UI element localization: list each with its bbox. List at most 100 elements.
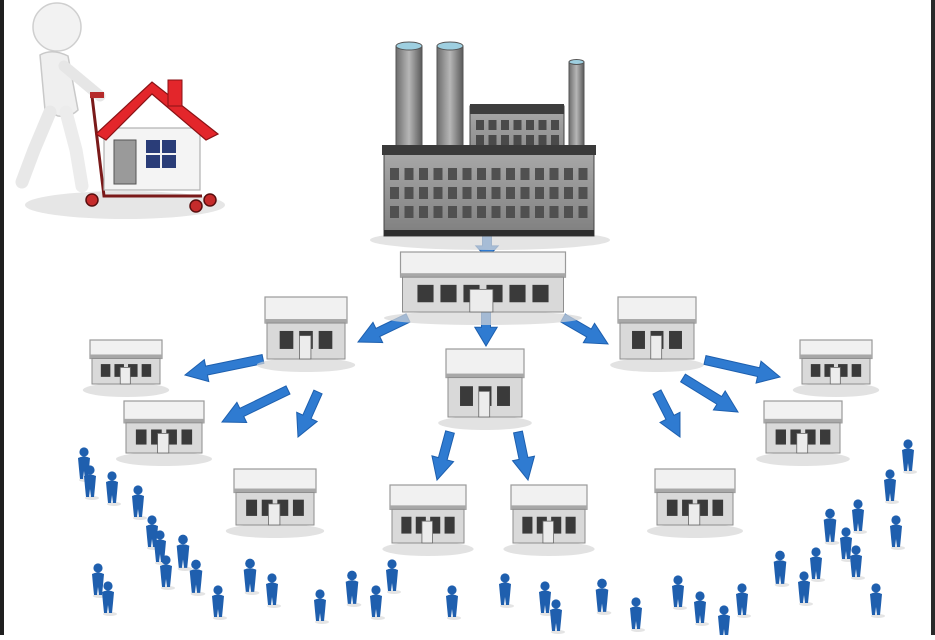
store-5-icon-window <box>536 516 547 534</box>
customer-icon <box>212 585 227 620</box>
store-3-icon-window <box>261 499 273 516</box>
left-border <box>0 0 4 635</box>
central-warehouse-icon-window <box>509 284 526 303</box>
store-3-icon-window <box>246 499 258 516</box>
store-2-icon-window <box>151 429 162 445</box>
central-warehouse-icon-window <box>532 284 549 303</box>
customer-icon <box>550 599 565 634</box>
store-5-icon <box>503 484 595 556</box>
customer-icon <box>132 485 147 520</box>
customer-icon <box>798 571 813 606</box>
arrow-dc-left-to-store-1 <box>183 354 265 383</box>
customer-icon <box>852 499 867 534</box>
store-7-icon-window <box>820 429 831 445</box>
customer-icon <box>446 585 461 620</box>
customer-icon <box>160 555 175 590</box>
customer-icon <box>314 589 329 624</box>
customer-icon <box>850 545 865 580</box>
customer-icon <box>902 439 917 474</box>
store-2-icon-window <box>166 429 177 445</box>
customer-icon <box>266 573 281 608</box>
customer-icon <box>595 578 612 616</box>
factory-icon <box>370 41 610 250</box>
customer-icon <box>890 515 905 550</box>
customer-icon <box>386 559 401 594</box>
store-7-icon-window <box>805 429 816 445</box>
customer-icon <box>672 575 687 610</box>
store-5-icon-window <box>565 516 576 534</box>
store-1-icon <box>82 339 170 397</box>
store-1-icon-window <box>128 364 138 377</box>
customer-icon <box>345 570 362 608</box>
store-2-icon-window <box>181 429 193 445</box>
right-border <box>931 0 935 635</box>
dc-left-warehouse-icon-window <box>279 330 294 349</box>
store-4-icon-window <box>401 516 412 534</box>
store-3-icon-window <box>277 499 289 516</box>
customer-icon <box>499 573 514 608</box>
dc-left-warehouse-icon <box>256 296 356 372</box>
store-3-icon-window <box>292 499 304 516</box>
arrow-dc-center-to-store-5 <box>511 430 536 482</box>
store-6-icon-window <box>666 499 678 516</box>
store-6-icon <box>647 468 743 538</box>
arrow-dc-left-to-store-3 <box>296 389 323 439</box>
arrow-dc-center-to-store-4 <box>431 430 455 482</box>
store-2-icon <box>116 400 212 466</box>
store-8-icon-window <box>810 364 821 377</box>
dc-center-warehouse-icon <box>438 348 532 430</box>
customers-layer <box>78 439 917 640</box>
customer-icon <box>154 530 169 565</box>
store-1-icon-window <box>100 364 111 377</box>
arrow-dc-right-to-store-8 <box>703 355 782 384</box>
store-7-icon-window <box>775 429 786 445</box>
store-8-icon-window <box>838 364 848 377</box>
store-6-icon-window <box>712 499 724 516</box>
store-4-icon-window <box>415 516 426 534</box>
arrows-layer <box>183 235 782 482</box>
customer-icon <box>870 583 885 618</box>
customer-icon <box>106 471 121 506</box>
customer-icon <box>773 550 790 588</box>
store-1-icon-window <box>114 364 124 377</box>
dc-left-warehouse-icon-window <box>318 330 333 349</box>
dc-center-warehouse-icon-window <box>460 386 473 406</box>
dc-right-warehouse-icon-window <box>669 330 682 349</box>
store-2-icon-window <box>135 429 147 445</box>
person-with-house-cart-icon <box>15 2 225 219</box>
dc-right-warehouse-icon <box>610 296 704 372</box>
store-8-icon-window <box>824 364 834 377</box>
dc-center-warehouse-icon-window <box>497 386 510 406</box>
arrow-central-warehouse-to-dc-right <box>560 313 609 345</box>
customer-icon <box>840 527 855 562</box>
customer-icon <box>694 591 709 626</box>
customer-icon <box>736 583 751 618</box>
nodes-layer <box>15 2 880 556</box>
arrow-dc-right-to-store-6 <box>652 389 681 438</box>
store-7-icon <box>756 400 850 466</box>
store-8-icon-window <box>851 364 862 377</box>
customer-icon <box>810 547 825 582</box>
customer-icon <box>823 508 840 546</box>
central-warehouse-icon-window <box>440 284 457 303</box>
customer-icon <box>84 465 99 500</box>
central-warehouse-icon-window <box>417 284 434 303</box>
store-4-icon <box>382 484 474 556</box>
customer-icon <box>370 585 385 620</box>
customer-icon <box>718 605 733 640</box>
store-7-icon-window <box>790 429 801 445</box>
arrow-dc-right-to-store-7 <box>679 373 739 413</box>
store-6-icon-window <box>697 499 708 516</box>
store-4-icon-window <box>444 516 455 534</box>
customer-icon <box>884 469 899 504</box>
store-5-icon-window <box>551 516 562 534</box>
customer-icon <box>176 534 193 572</box>
store-1-icon-window <box>141 364 152 377</box>
arrow-dc-left-to-store-2 <box>221 385 291 423</box>
store-3-icon <box>225 468 325 538</box>
store-5-icon-window <box>522 516 533 534</box>
central-warehouse-icon <box>384 251 582 325</box>
customer-icon <box>189 559 206 597</box>
